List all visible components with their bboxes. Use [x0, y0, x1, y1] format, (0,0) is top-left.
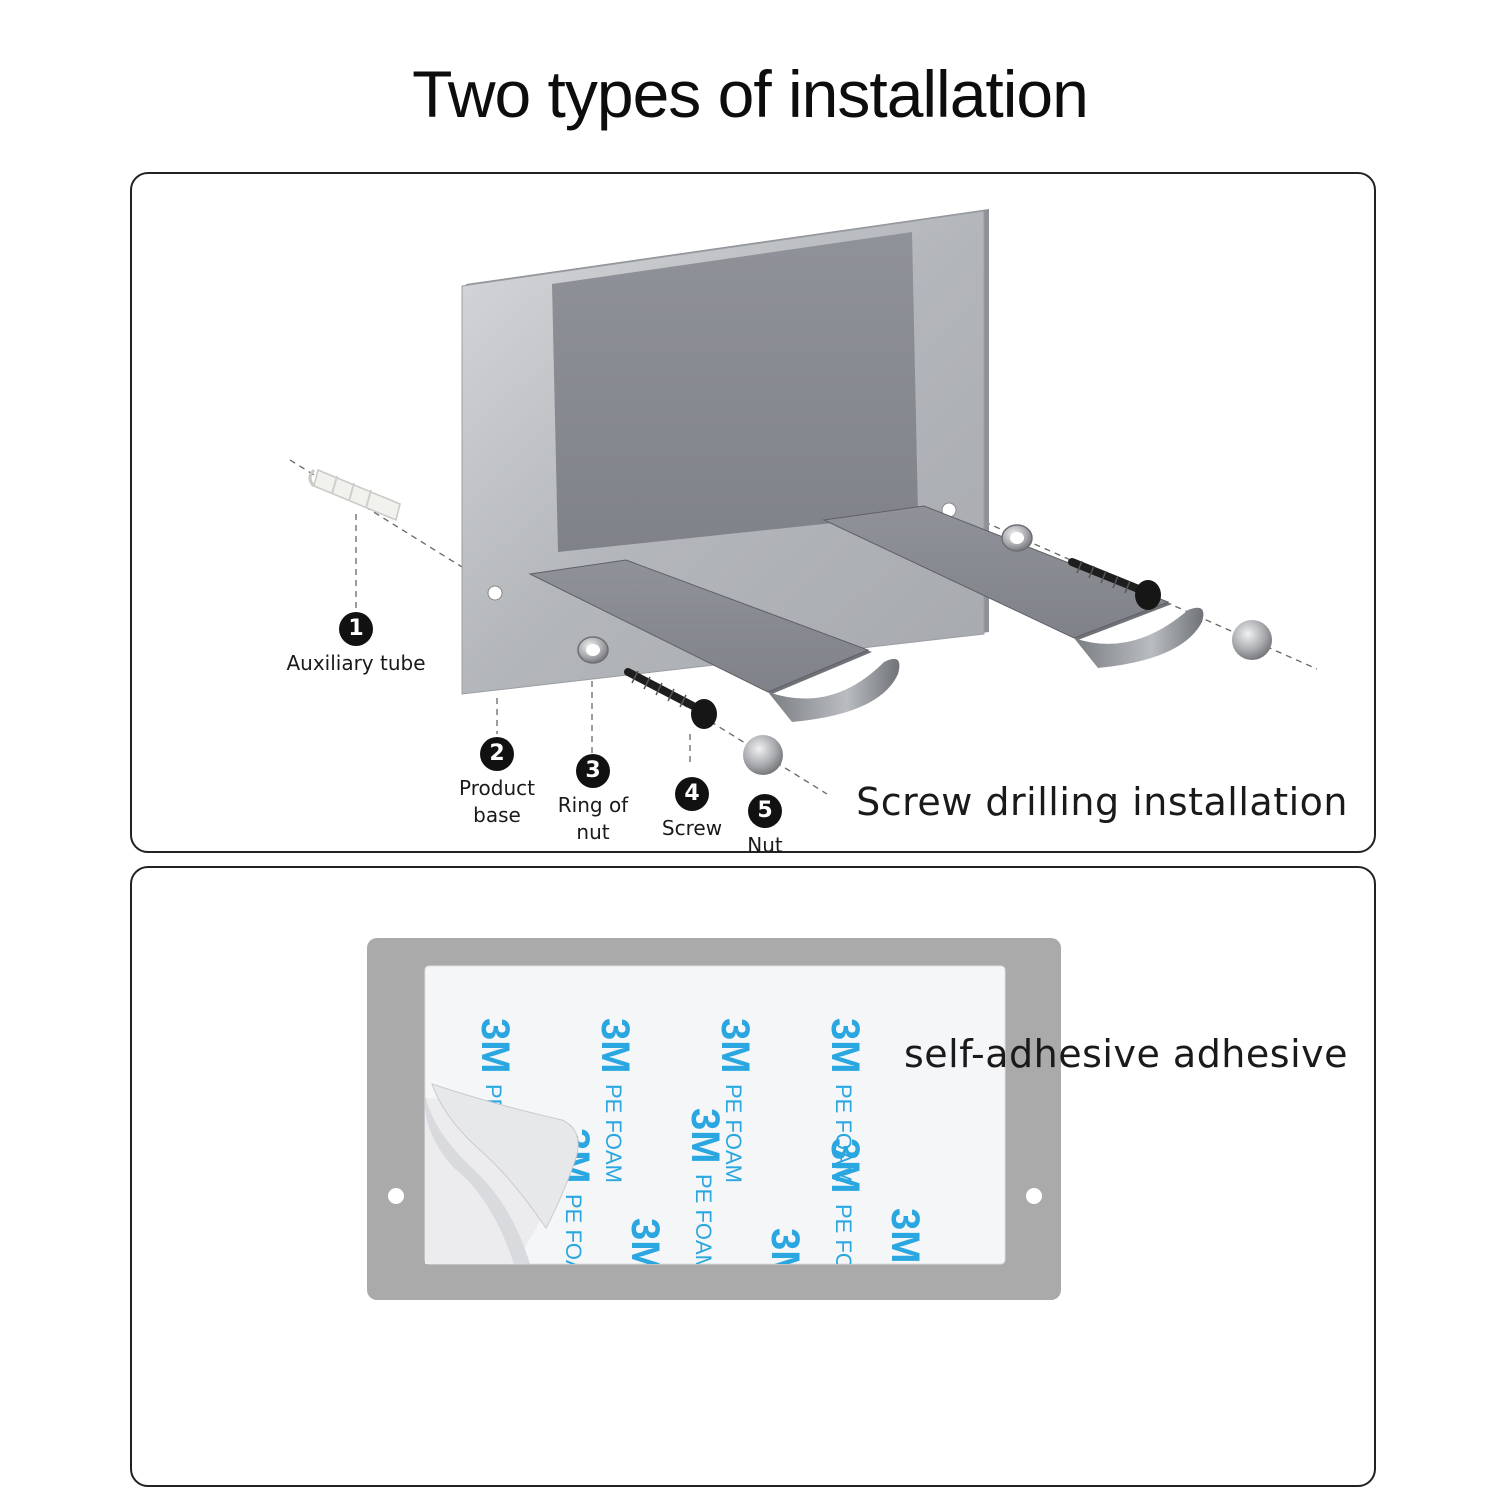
- screw-installation-panel: 1 Auxiliary tube 2 Product base 3 Ring o…: [130, 172, 1376, 857]
- screw-right: [1068, 558, 1161, 610]
- callout-product-base: 2 Product base: [442, 737, 552, 829]
- tape-brand-text: 3M: [763, 1228, 807, 1284]
- tape-logo: 3M PE FOAM: [683, 1108, 727, 1273]
- screw-installation-caption: Screw drilling installation: [856, 780, 1348, 824]
- tape-brand-text: 3M: [473, 1018, 517, 1074]
- tape-logo: 3M PE FOAM: [823, 1138, 867, 1303]
- tape-logo: 3M PE FOAM: [763, 1228, 807, 1393]
- callout-number: 5: [748, 794, 782, 828]
- tape-logo: 3M PE FOAM: [593, 1018, 637, 1183]
- callout-number: 3: [576, 754, 610, 788]
- tape-brand-text: 3M: [713, 1018, 757, 1074]
- page-title: Two types of installation: [412, 57, 1089, 131]
- screw-left: [624, 668, 717, 729]
- tape-brand-text: 3M: [823, 1018, 867, 1074]
- ring-of-nut-left: [577, 636, 609, 664]
- callout-auxiliary-tube: 1 Auxiliary tube: [282, 612, 430, 677]
- tape-foam-text: PE FOAM: [831, 1084, 856, 1183]
- callout-label: Product base: [459, 776, 535, 827]
- nut-left: [743, 735, 783, 775]
- tape-brand-text: 3M: [623, 1218, 667, 1274]
- screw-installation-illustration: [289, 209, 1318, 795]
- nut-right: [1232, 620, 1272, 660]
- callout-label: Screw: [661, 816, 723, 840]
- tape-foam-text: PE FOAM: [831, 1204, 856, 1303]
- tape-foam-text: PE FOAM: [601, 1084, 626, 1183]
- tape-brand-text: 3M: [823, 1138, 867, 1194]
- tape-brand-text: 3M: [593, 1018, 637, 1074]
- callout-ring-of-nut: 3 Ring of nut: [550, 754, 636, 846]
- callout-number: 4: [675, 777, 709, 811]
- tape-foam-text: PE FOAM: [691, 1174, 716, 1273]
- tape-brand-text: 3M: [883, 1208, 927, 1264]
- callout-screw: 4 Screw: [652, 777, 732, 842]
- callout-nut: 5 Nut: [737, 794, 793, 859]
- right-hook: [822, 505, 1204, 668]
- callout-number: 2: [480, 737, 514, 771]
- ring-of-nut-right: [1001, 524, 1033, 552]
- tape-foam-text: PE FOAM: [771, 1294, 796, 1393]
- callout-label: Nut: [747, 833, 783, 857]
- left-hook: [528, 559, 900, 722]
- callout-label: Ring of nut: [557, 793, 629, 844]
- tape-logo: 3M PE FOAM: [823, 1018, 867, 1183]
- callout-number: 1: [339, 612, 373, 646]
- tape-logo: 3M PE FOAM: [713, 1018, 757, 1183]
- auxiliary-tube: [308, 468, 401, 522]
- adhesive-installation-caption: self-adhesive adhesive: [903, 1032, 1348, 1076]
- tape-brand-text: 3M: [683, 1108, 727, 1164]
- peeled-corner: [425, 1083, 579, 1264]
- tape-foam-text: PE FOAM: [721, 1084, 746, 1183]
- tape-foam-text: PE FOAM: [561, 1194, 586, 1293]
- callout-label: Auxiliary tube: [286, 651, 426, 675]
- mounting-hole-right: [1026, 1188, 1042, 1204]
- mounting-hole-left: [388, 1188, 404, 1204]
